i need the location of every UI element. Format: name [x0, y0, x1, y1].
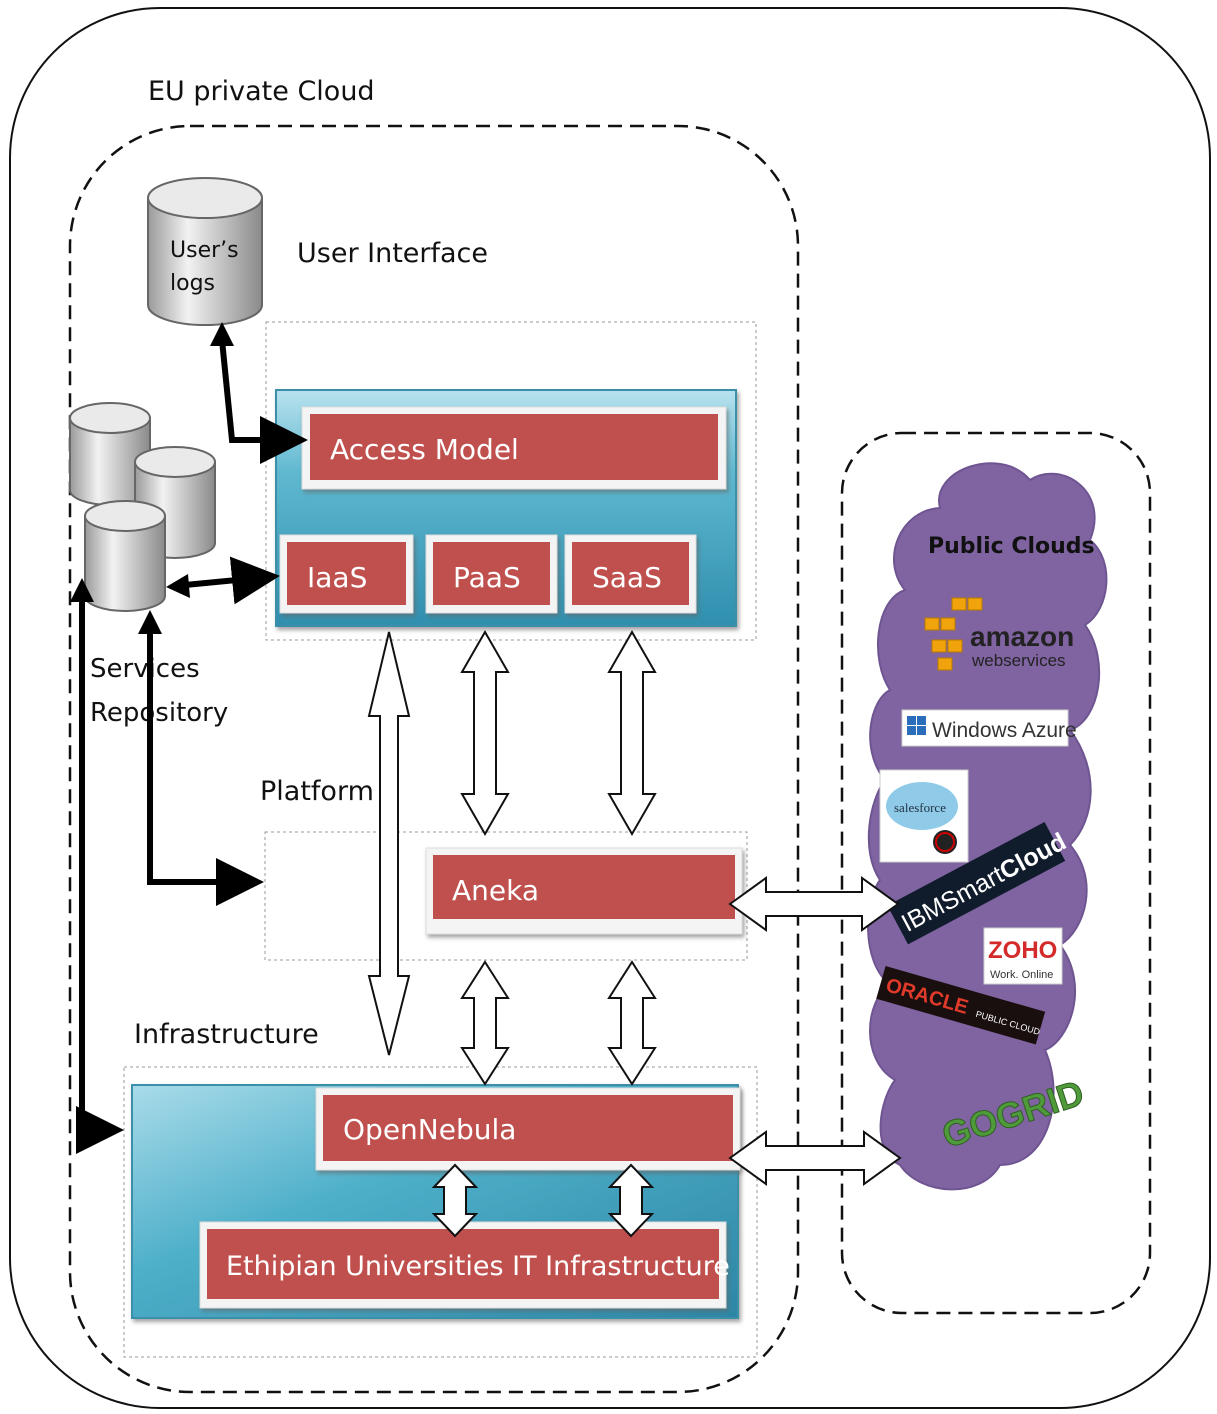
access-model-label: Access Model	[330, 433, 519, 466]
public-clouds-frame	[840, 431, 1152, 1315]
infrastructure-region	[123, 1066, 758, 1358]
services-repository-database-icon	[69, 402, 216, 612]
zoho-logo-text: ZOHO	[988, 937, 1057, 964]
ethiopian-infrastructure-fill	[207, 1229, 719, 1299]
windows-azure-logo: Windows Azure	[901, 709, 1077, 747]
opennebula-ethiopian-arrow-right	[607, 1163, 655, 1238]
paas-label: PaaS	[453, 561, 521, 594]
aneka-opennebula-arrow-left	[460, 960, 510, 1086]
public-clouds-label: Public Clouds	[928, 534, 1095, 559]
saas-fill	[572, 542, 689, 605]
opennebula-fill	[323, 1095, 733, 1161]
iaas-label: IaaS	[307, 561, 367, 594]
zoho-logo: ZOHO Work. Online	[983, 927, 1063, 985]
users-logs-label-line2: logs	[170, 271, 215, 296]
eu-private-cloud-frame	[68, 124, 800, 1394]
opennebula-ethiopian-arrow-left	[431, 1163, 479, 1238]
repository-infrastructure-connector	[76, 596, 124, 1154]
saas-label: SaaS	[592, 561, 662, 594]
paas-aneka-arrow	[460, 629, 510, 837]
repository-arrowhead	[166, 574, 190, 598]
salesforce-logo: salesforce	[879, 769, 969, 863]
opennebula-label: OpenNebula	[343, 1113, 516, 1146]
access-model-fill	[310, 414, 718, 480]
aneka-opennebula-arrow-right	[607, 960, 657, 1086]
repository-platform-connector	[147, 628, 264, 906]
user-interface-label: User Interface	[297, 238, 488, 269]
salesforce-logo-text: salesforce	[894, 800, 946, 815]
amazon-web-services-logo: amazon webservices	[924, 597, 1074, 671]
paas-fill	[433, 542, 550, 605]
user-interface-region	[265, 321, 757, 641]
aneka-label: Aneka	[452, 874, 539, 907]
repository-infrastructure-arrowhead	[70, 578, 94, 602]
saas-aneka-arrow	[607, 629, 657, 837]
repository-iaas-connector	[184, 556, 280, 605]
opennebula-public-clouds-arrow	[728, 1130, 902, 1186]
amazon-logo-subtext: webservices	[971, 651, 1066, 670]
logs-arrowhead	[210, 322, 234, 346]
logs-access-connector	[219, 339, 308, 464]
outer-frame	[9, 7, 1211, 1409]
repository-platform-arrowhead	[138, 610, 162, 634]
amazon-logo-text: amazon	[970, 621, 1074, 652]
services-repository-label-line1: Services	[90, 654, 200, 684]
azure-logo-text: Windows Azure	[932, 719, 1077, 742]
eu-private-cloud-label: EU private Cloud	[148, 76, 375, 107]
iaas-fill	[287, 542, 406, 605]
aneka-fill	[433, 855, 735, 919]
platform-label: Platform	[260, 776, 374, 807]
users-logs-database-icon: User’s logs	[147, 177, 263, 326]
zoho-logo-subtext: Work. Online	[990, 969, 1053, 981]
services-repository-label-line2: Repository	[90, 698, 228, 728]
users-logs-label-line1: User’s	[170, 238, 239, 263]
infrastructure-label: Infrastructure	[134, 1019, 319, 1050]
aneka-public-clouds-arrow	[728, 876, 900, 932]
ethiopian-infrastructure-label: Ethipian Universities IT Infrastructure	[226, 1251, 730, 1282]
iaas-infrastructure-arrow	[367, 631, 411, 1056]
